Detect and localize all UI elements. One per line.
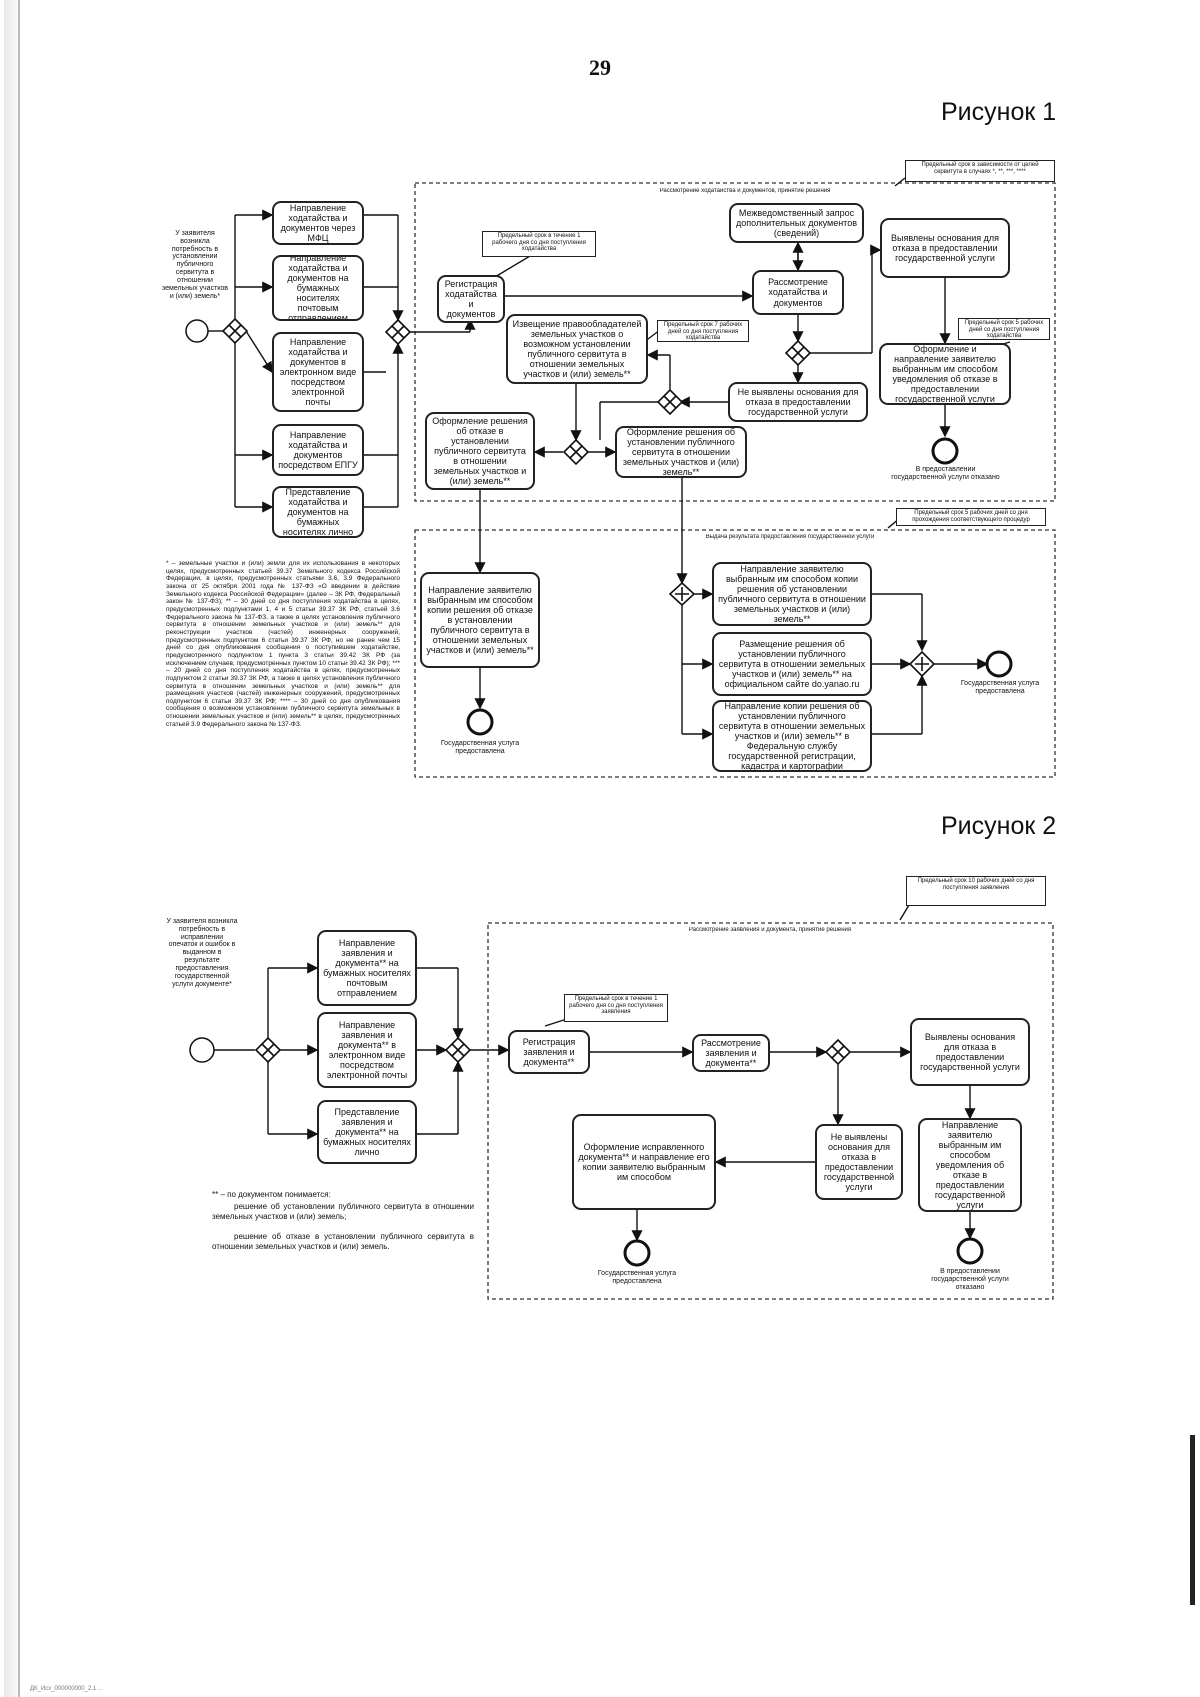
f2-end-refused-label: В предоставлении государственной услуги … <box>931 1268 1009 1291</box>
f1-review: Рассмотрение ходатайства и документов <box>752 270 844 315</box>
f1-publish: Размещение решения об установлении публи… <box>712 632 872 696</box>
figure1-title: Рисунок 1 <box>941 98 1057 126</box>
page-number: 29 <box>589 55 611 80</box>
f1-decision-establish: Оформление решения об установлении публи… <box>615 426 747 478</box>
f1-registration: Регистрация ходатайства и документов <box>437 275 505 323</box>
f2-submit-email: Направление заявления и документа** в эл… <box>317 1012 417 1088</box>
f1-no-grounds: Не выявлены основания для отказа в предо… <box>728 382 868 422</box>
f1-zone1-label: Рассмотрение ходатайства и документов, п… <box>659 188 831 194</box>
f1-note-registration: Предельный срок в течение 1 рабочего дня… <box>482 231 596 257</box>
f1-note-5days: Предельный срок 5 рабочих дней со дня по… <box>958 318 1050 340</box>
f1-footnote: * – земельные участки и (или) земли для … <box>166 560 400 728</box>
f2-grounds-found: Выявлены основания для отказа в предоста… <box>910 1018 1030 1086</box>
gateway-marks <box>228 324 929 1059</box>
f2-footnote-2: решение об отказе в установлении публичн… <box>212 1232 474 1251</box>
f1-start-label: У заявителя возникла потребность в устан… <box>161 230 229 300</box>
f1-submit-epgu: Направление ходатайства и документов пос… <box>272 424 364 476</box>
f2-registration: Регистрация заявления и документа** <box>508 1030 590 1074</box>
f2-no-grounds: Не выявлены основания для отказа в предо… <box>815 1124 903 1200</box>
f1-note-7days: Предельный срок 7 рабочих дней со дня по… <box>657 320 749 342</box>
f2-submit-post: Направление заявления и документа** на б… <box>317 930 417 1006</box>
f1-end-refused-label: Государственная услуга предоставлена <box>440 740 520 755</box>
f1-interagency: Межведомственный запрос дополнительных д… <box>729 203 864 243</box>
f2-note-total: Предельный срок 10 рабочих дней со дня п… <box>906 876 1046 906</box>
f2-zone-label: Рассмотрение заявления и документа, прин… <box>688 927 852 933</box>
events <box>185 319 1013 1267</box>
page-left-edge <box>4 0 20 1697</box>
figure2-title: Рисунок 2 <box>941 812 1057 840</box>
f1-submit-mfc: Направление ходатайства и документов чер… <box>272 201 364 245</box>
f1-decision-refuse: Оформление решения об отказе в установле… <box>425 412 535 490</box>
f1-notify-owners: Извещение правообладателей земельных уча… <box>506 314 648 384</box>
f2-footnote-1: решение об установлении публичного серви… <box>212 1202 474 1221</box>
figure1-connectors <box>208 177 1011 740</box>
f1-zone2-label: Выдача результата предоставления государ… <box>705 534 875 540</box>
page-footer: ДК_Исх_000000000_2.1 ... <box>30 1686 103 1692</box>
f2-refusal-notify: Направление заявителю выбранным им спосо… <box>918 1118 1022 1212</box>
f2-footnote-head: ** – по документом понимается: <box>212 1190 331 1199</box>
f1-submit-email: Направление ходатайства и документов в э… <box>272 332 364 412</box>
f1-note-total: Предельный срок в зависимости от целей с… <box>905 160 1055 182</box>
f1-send-copy: Направление заявителю выбранным им спосо… <box>712 562 872 626</box>
page-right-mark <box>1190 1435 1195 1605</box>
f2-review: Рассмотрение заявления и документа** <box>692 1034 770 1072</box>
f1-send-refusal: Направление заявителю выбранным им спосо… <box>420 572 540 668</box>
f1-note-5days-b: Предельный срок 5 рабочих дней со дня пр… <box>896 508 1046 526</box>
f2-submit-personal: Представление заявления и документа** на… <box>317 1100 417 1164</box>
f1-submit-personal: Представление ходатайства и документов н… <box>272 486 364 538</box>
f1-grounds-found: Выявлены основания для отказа в предоста… <box>880 218 1010 278</box>
f1-rosreestr: Направление копии решения об установлени… <box>712 700 872 772</box>
f1-refusal-notify: Оформление и направление заявителю выбра… <box>879 343 1011 405</box>
figure1-zones <box>414 182 1056 1300</box>
f2-start-label: У заявителя возникла потребность в испра… <box>166 918 238 988</box>
f1-submit-post: Направление ходатайства и документов на … <box>272 255 364 321</box>
f2-corrected-doc: Оформление исправленного документа** и н… <box>572 1114 716 1210</box>
f1-end-ok-label: Государственная услуга предоставлена <box>960 680 1040 695</box>
f1-refusal-end-label: В предоставлении государственной услуги … <box>891 466 1000 481</box>
f2-note-registration: Предельный срок в течение 1 рабочего дня… <box>564 994 668 1022</box>
f2-end-ok-label: Государственная услуга предоставлена <box>597 1270 677 1285</box>
